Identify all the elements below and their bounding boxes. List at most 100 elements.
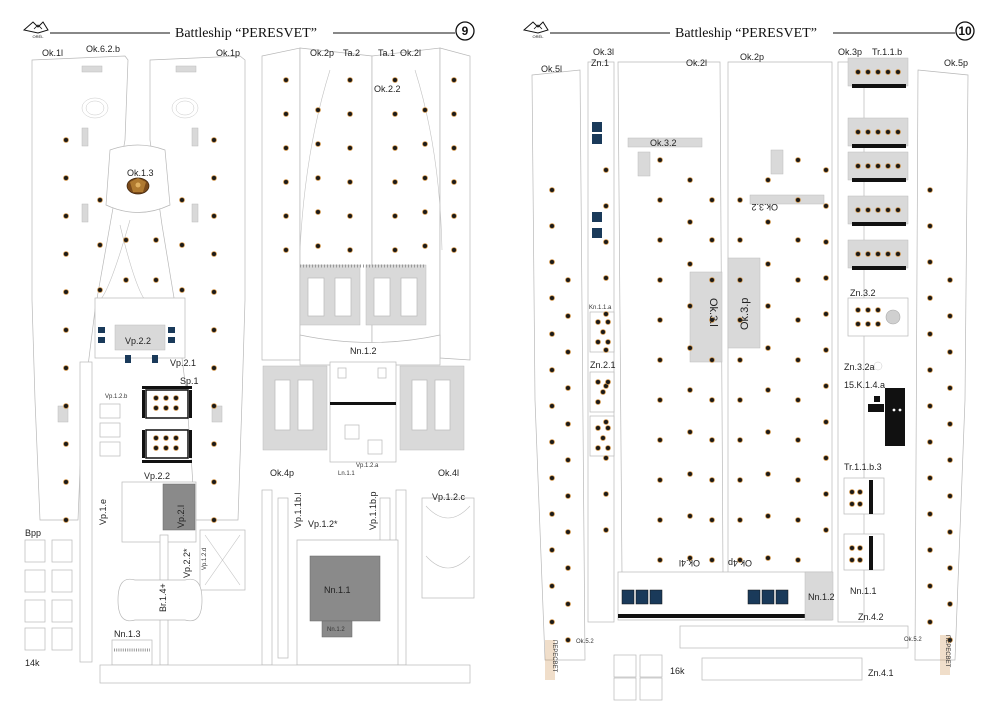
porthole-icon	[875, 69, 881, 75]
porthole-icon	[63, 289, 69, 295]
porthole-icon	[603, 455, 609, 461]
porthole-icon	[565, 601, 571, 607]
porthole-icon	[657, 157, 663, 163]
porthole-icon	[565, 421, 571, 427]
porthole-icon	[603, 527, 609, 533]
porthole-icon	[657, 517, 663, 523]
label-peresvet-right: ПЕРЕСВЕТ	[944, 635, 950, 668]
porthole-icon	[709, 197, 715, 203]
porthole-icon	[283, 77, 289, 83]
porthole-icon	[687, 429, 693, 435]
porthole-icon	[765, 555, 771, 561]
porthole-icon	[173, 395, 179, 401]
porthole-icon	[565, 637, 571, 643]
porthole-icon	[927, 619, 933, 625]
porthole-icon	[947, 493, 953, 499]
label-ok-5p: Ok.5p	[944, 58, 968, 68]
porthole-icon	[211, 365, 217, 371]
porthole-icon	[865, 129, 871, 135]
porthole-icon	[595, 319, 601, 325]
label-ok-3l: Ok.3l	[593, 47, 614, 57]
label-14k: 14k	[25, 658, 40, 668]
porthole-icon	[857, 489, 863, 495]
porthole-icon	[211, 137, 217, 143]
label-vp-1-2-d: Vp.1.2.d	[202, 548, 208, 570]
porthole-icon	[565, 565, 571, 571]
porthole-icon	[823, 419, 829, 425]
porthole-icon	[347, 77, 353, 83]
porthole-icon	[549, 259, 555, 265]
porthole-icon	[765, 219, 771, 225]
label-vp-2-1: Vp.2.1	[170, 358, 196, 368]
label-ok-3p: Ok.3p	[838, 47, 862, 57]
label-ok-5-2-left: Ok.5.2	[576, 639, 594, 645]
porthole-icon	[605, 425, 611, 431]
porthole-icon	[765, 303, 771, 309]
porthole-icon	[849, 545, 855, 551]
porthole-icon	[855, 307, 861, 313]
porthole-icon	[347, 247, 353, 253]
porthole-icon	[173, 435, 179, 441]
porthole-icon	[283, 145, 289, 151]
porthole-icon	[709, 557, 715, 563]
porthole-icon	[63, 175, 69, 181]
porthole-icon	[549, 295, 555, 301]
porthole-icon	[600, 435, 606, 441]
porthole-icon	[865, 163, 871, 169]
porthole-icon	[392, 145, 398, 151]
eagle-logo-icon	[22, 21, 49, 34]
page-title: Battleship “PERESVET”	[675, 26, 817, 41]
label-vp-1-2-a: Vp.1.2.a	[356, 463, 379, 469]
label-vp-1-e: Vp.1.e	[98, 499, 108, 525]
porthole-icon	[153, 445, 159, 451]
label-vp-2-2-star: Vp.2.2*	[182, 548, 192, 578]
porthole-icon	[795, 197, 801, 203]
porthole-icon	[347, 179, 353, 185]
porthole-icon	[657, 357, 663, 363]
page-10-parts	[531, 57, 969, 701]
label-peresvet-left: ПЕРЕСВЕТ	[551, 640, 557, 673]
porthole-icon	[795, 277, 801, 283]
porthole-icon	[163, 445, 169, 451]
porthole-icon	[795, 357, 801, 363]
porthole-icon	[657, 317, 663, 323]
label-ok-2p: Ok.2p	[310, 48, 334, 58]
porthole-icon	[687, 387, 693, 393]
label-bpp: Bpp	[25, 528, 41, 538]
porthole-icon	[709, 397, 715, 403]
porthole-icon	[737, 277, 743, 283]
porthole-icon	[283, 247, 289, 253]
porthole-icon	[795, 157, 801, 163]
porthole-icon	[549, 367, 555, 373]
porthole-icon	[657, 557, 663, 563]
porthole-icon	[603, 491, 609, 497]
label-vp-1-1b-p: Vp.1.1b.p	[368, 491, 378, 530]
porthole-icon	[709, 477, 715, 483]
porthole-icon	[97, 287, 103, 293]
porthole-icon	[855, 251, 861, 257]
porthole-icon	[895, 251, 901, 257]
page-title: Battleship “PERESVET”	[175, 26, 317, 41]
porthole-icon	[765, 345, 771, 351]
porthole-icon	[737, 517, 743, 523]
label-ok-4l: Ok.4l	[679, 558, 700, 568]
porthole-icon	[823, 275, 829, 281]
porthole-icon	[795, 237, 801, 243]
porthole-icon	[875, 251, 881, 257]
porthole-icon	[687, 177, 693, 183]
porthole-icon	[895, 163, 901, 169]
porthole-icon	[283, 111, 289, 117]
label-ok-3-2: Ok.3.2	[650, 138, 677, 148]
porthole-icon	[895, 207, 901, 213]
porthole-icon	[347, 145, 353, 151]
eagle-emblem-icon	[126, 177, 150, 195]
label-vp-1-2-c: Vp.1.2.c	[432, 492, 466, 502]
label-vp-1-2-b: Vp.1.2.b	[105, 394, 128, 400]
porthole-icon	[595, 339, 601, 345]
porthole-icon	[211, 327, 217, 333]
label-ok-5l: Ok.5l	[541, 64, 562, 74]
porthole-icon	[549, 223, 555, 229]
label-vp-1-1b-l: Vp.1.1b.l	[293, 492, 303, 528]
porthole-icon	[63, 213, 69, 219]
porthole-icon	[823, 167, 829, 173]
